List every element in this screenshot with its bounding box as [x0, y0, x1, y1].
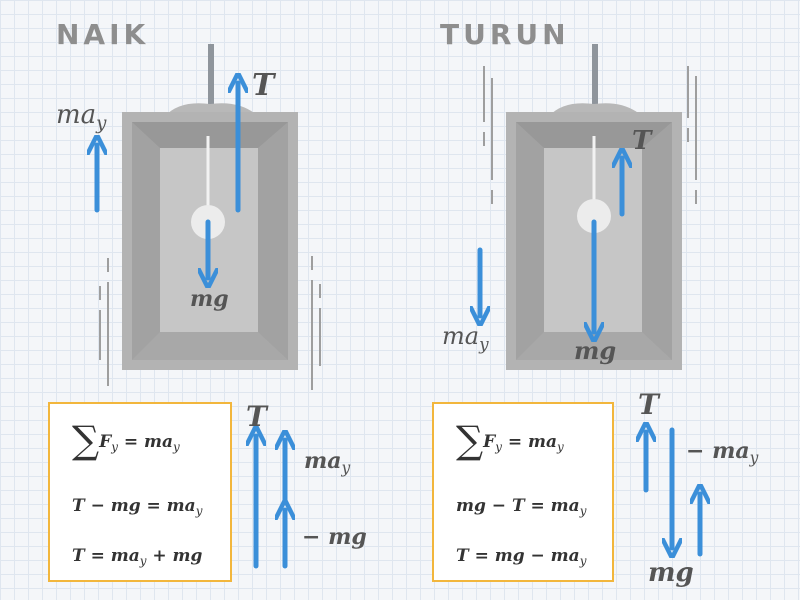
turun-title: TURUN	[440, 18, 570, 51]
naik-title: NAIK	[56, 18, 150, 51]
turun-label-ma: may	[442, 322, 489, 354]
turun-equation-sum: ∑Fy = may	[456, 418, 564, 462]
naik-equation-2: T − mg = may	[72, 496, 203, 519]
naik-vector-label-T: T	[246, 400, 267, 433]
turun-motion-lines	[483, 66, 697, 204]
naik-elevator	[99, 44, 321, 390]
naik-motion-lines	[99, 256, 321, 390]
turun-vector-label-ma: − may	[686, 438, 759, 468]
naik-vector-label-ma: may	[304, 448, 351, 478]
turun-label-T: T	[632, 126, 652, 156]
naik-cable	[208, 44, 214, 106]
naik-label-mg: mg	[190, 286, 229, 312]
turun-vector-label-T: T	[638, 388, 659, 421]
turun-label-mg: mg	[574, 336, 617, 365]
turun-equation-box: ∑Fy = may mg − T = may T = mg − may	[432, 402, 614, 582]
naik-equation-box: ∑Fy = may T − mg = may T = may + mg	[48, 402, 232, 582]
naik-label-T: T	[252, 68, 275, 103]
turun-vector-label-mg: mg	[648, 558, 694, 588]
turun-elevator	[483, 44, 697, 370]
naik-equation-sum: ∑Fy = may	[72, 418, 180, 462]
turun-cable	[592, 44, 598, 106]
turun-equation-3: T = mg − may	[456, 546, 587, 569]
naik-vector-label-mg: − mg	[302, 524, 367, 550]
turun-mass-point	[577, 199, 611, 233]
naik-label-ma: may	[56, 100, 107, 135]
turun-equation-2: mg − T = may	[456, 496, 587, 519]
naik-equation-3: T = may + mg	[72, 546, 203, 569]
